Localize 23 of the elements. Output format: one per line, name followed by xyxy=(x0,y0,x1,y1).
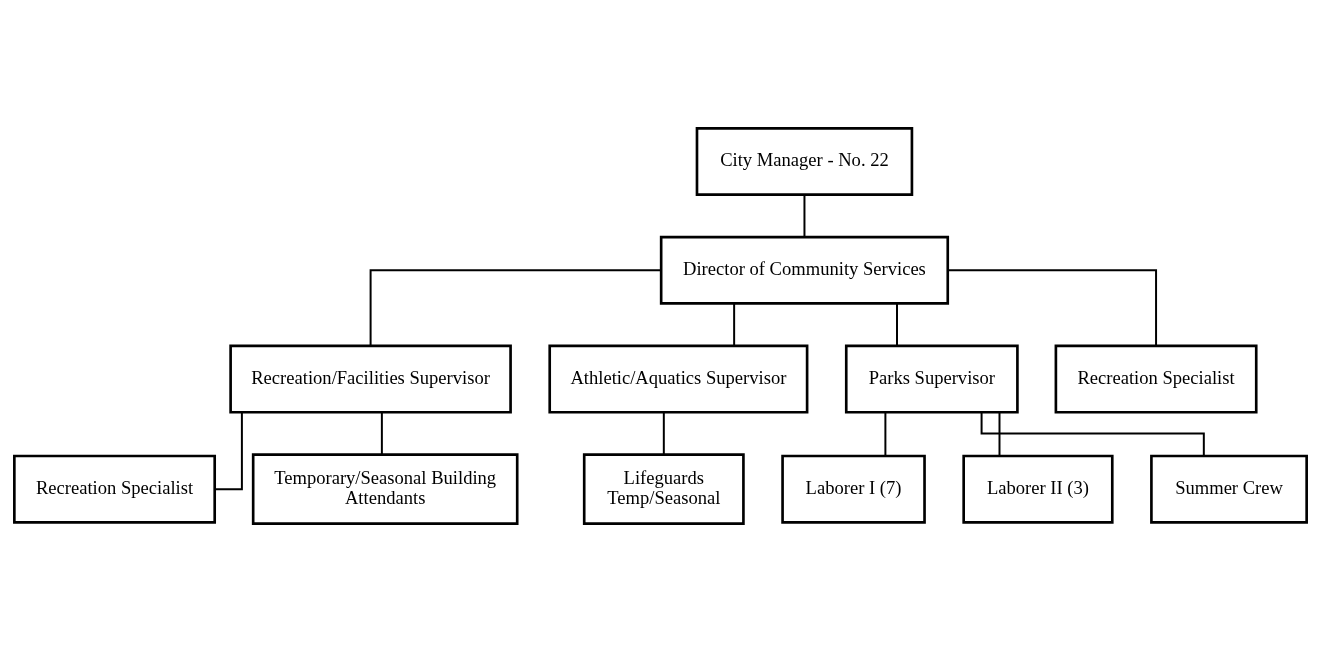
connector xyxy=(998,411,1001,457)
node-box: Recreation/Facilities Supervisor xyxy=(229,344,512,414)
node-box: Director of Community Services xyxy=(659,235,950,305)
connector xyxy=(369,269,662,347)
connector xyxy=(213,411,243,491)
connector xyxy=(980,411,1205,457)
node-box: Recreation Specialist xyxy=(13,454,217,524)
node-box: City Manager - No. 22 xyxy=(695,127,914,196)
connector xyxy=(896,302,898,347)
node-box: Lifeguards Temp/Seasonal xyxy=(582,453,745,525)
node-box: Parks Supervisor xyxy=(844,344,1019,414)
connector xyxy=(884,411,887,457)
node-box: Athletic/Aquatics Supervisor xyxy=(548,344,809,414)
node-box: Laborer I (7) xyxy=(781,454,926,524)
connector xyxy=(733,302,736,347)
node-box: Temporary/Seasonal Building Attendants xyxy=(251,453,519,525)
connector xyxy=(662,411,665,456)
node-box: Recreation Specialist xyxy=(1054,344,1258,414)
connector xyxy=(380,411,383,456)
node-box: Summer Crew xyxy=(1150,454,1308,524)
connector xyxy=(803,193,806,238)
node-box: Laborer II (3) xyxy=(962,454,1114,524)
connector xyxy=(947,269,1158,347)
